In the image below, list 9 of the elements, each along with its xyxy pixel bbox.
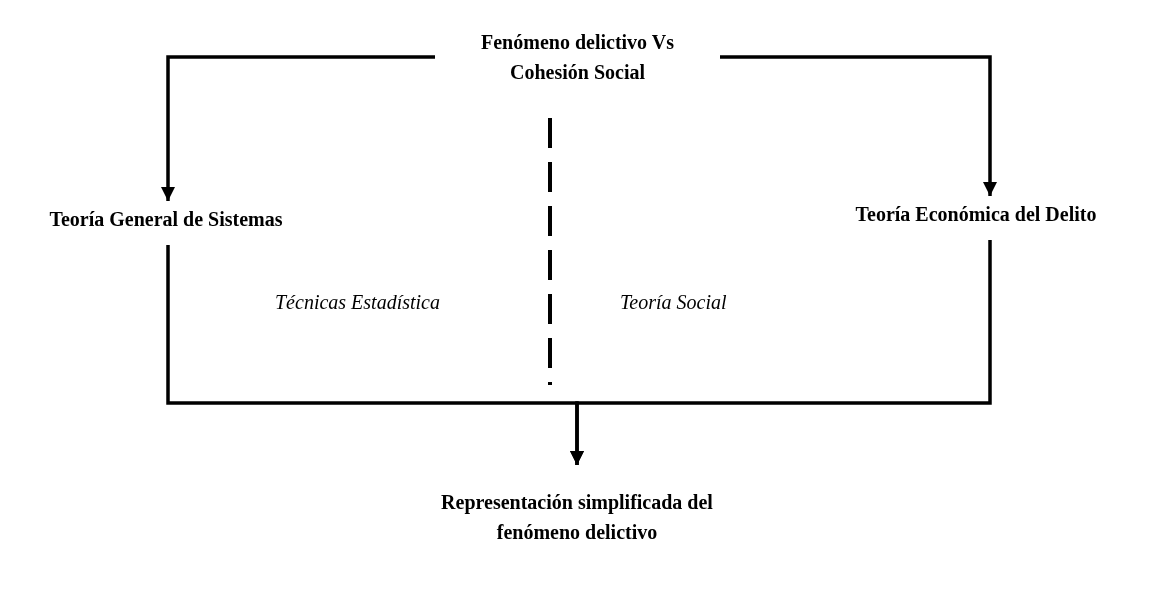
annotation-text: Teoría Social <box>620 290 727 315</box>
node-label: Representación simplificada del fenómeno delictivo <box>440 490 714 545</box>
arrow <box>720 55 997 196</box>
node-label: Teoría Económica del Delito <box>855 202 1097 227</box>
node-label: Fenómeno delictivo Vs Cohesión Social <box>480 30 675 85</box>
node-label: Teoría General de Sistemas <box>49 207 283 232</box>
arrow <box>161 55 435 201</box>
arrow <box>570 240 992 465</box>
annotation-text: Técnicas Estadística <box>275 290 440 315</box>
